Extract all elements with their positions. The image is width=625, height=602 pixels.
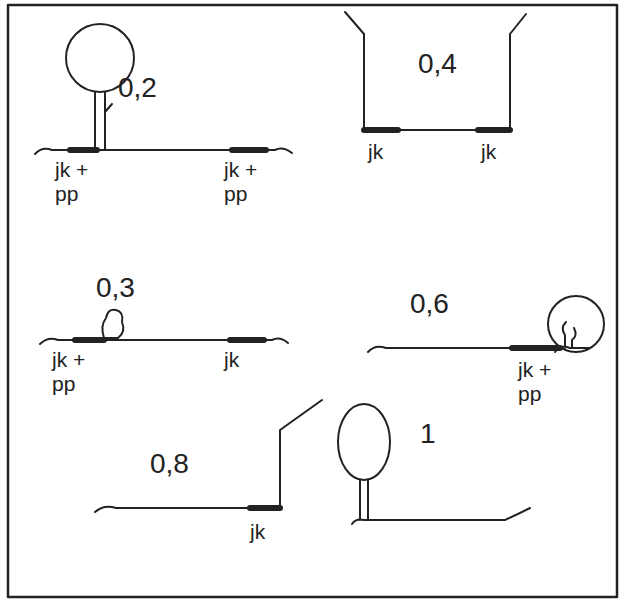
section-3 (40, 310, 288, 344)
lane-label: jk (224, 348, 281, 372)
number: 0,3 (96, 272, 135, 304)
section-2 (345, 12, 526, 130)
number: 0,8 (150, 448, 189, 480)
frame (8, 5, 617, 597)
number: 1 (420, 418, 436, 450)
number: 0,2 (118, 72, 157, 104)
section-1 (35, 24, 292, 154)
section-5 (95, 400, 322, 512)
section-4 (368, 296, 604, 352)
number: 0,4 (418, 48, 457, 80)
lane-label: jk + pp (224, 158, 281, 206)
lane-label: jk + pp (52, 348, 109, 396)
number: 0,6 (410, 288, 449, 320)
lane-label: jk + pp (518, 358, 575, 406)
section-6 (338, 404, 530, 524)
lane-label: jk + pp (55, 158, 112, 206)
lane-label: jk (250, 520, 307, 544)
lane-label: jk (368, 140, 425, 164)
lane-label: jk (481, 140, 538, 164)
